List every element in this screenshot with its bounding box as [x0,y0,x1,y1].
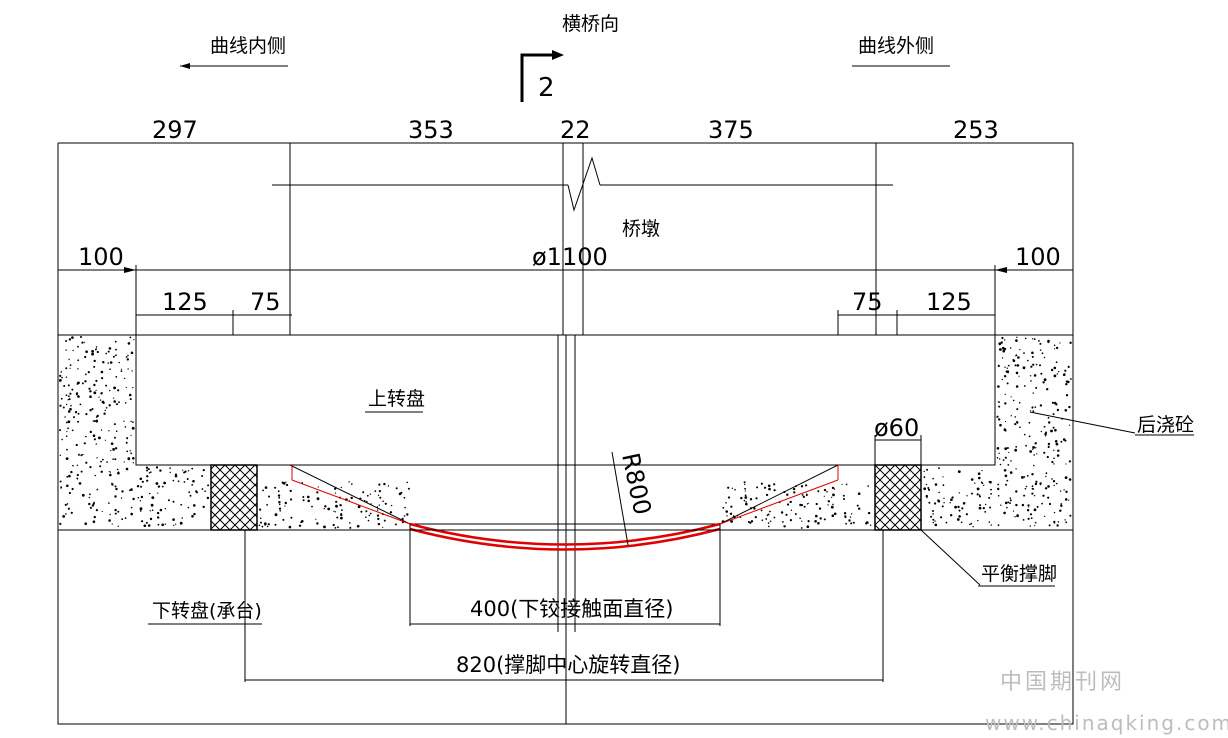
upper-turntable-label: 上转盘 [368,388,425,410]
balance-leg-left [210,464,258,531]
leg-rotation-diameter-label: 820(撑脚中心旋转直径) [456,653,680,677]
hinge-support-lines [244,524,884,682]
inner-side-arrow [180,63,288,69]
dim-297: 297 [152,116,198,144]
dim-75-left: 75 [250,288,281,316]
post-cast-leader [1029,411,1136,434]
watermark-site-name: 中国期刊网 [1000,670,1126,695]
dim-1100: ø1100 [532,243,608,271]
dim-253: 253 [953,116,999,144]
lower-turntable [57,529,1074,725]
concrete-stipple [58,336,1072,529]
section-mark-number: 2 [538,73,555,103]
pier-label: 桥墩 [622,218,660,240]
curve-outer-side-label: 曲线外侧 [858,35,934,57]
post-cast-concrete-label: 后浇砼 [1137,414,1194,436]
hinge-contact-diameter-label: 400(下铰接触面直径) [470,597,673,621]
dim-125-left: 125 [162,288,208,316]
diameter-dimension-row [58,265,1073,335]
dim-125-right: 125 [926,288,972,316]
lower-turntable-label: 下转盘(承台) [152,600,262,622]
balance-leg-right [874,464,922,531]
dim-100-left: 100 [78,243,124,271]
dim-22: 22 [560,116,591,144]
dim-353: 353 [408,116,454,144]
dim-75-right: 75 [852,288,883,316]
leg-diameter-dim [874,435,922,465]
break-line [272,156,893,212]
dim-375: 375 [708,116,754,144]
balance-leg-leader [920,529,981,586]
spherical-hinge [291,465,839,551]
watermark-url: www.chinaqking.com [985,711,1228,735]
leg-diameter-label: ø60 [874,414,919,442]
transverse-direction-label: 横桥向 [562,13,619,35]
balance-leg-label: 平衡撑脚 [981,563,1057,585]
curve-inner-side-label: 曲线内侧 [210,35,286,57]
dim-100-right: 100 [1015,243,1061,271]
section-mark: 2 [520,50,564,103]
